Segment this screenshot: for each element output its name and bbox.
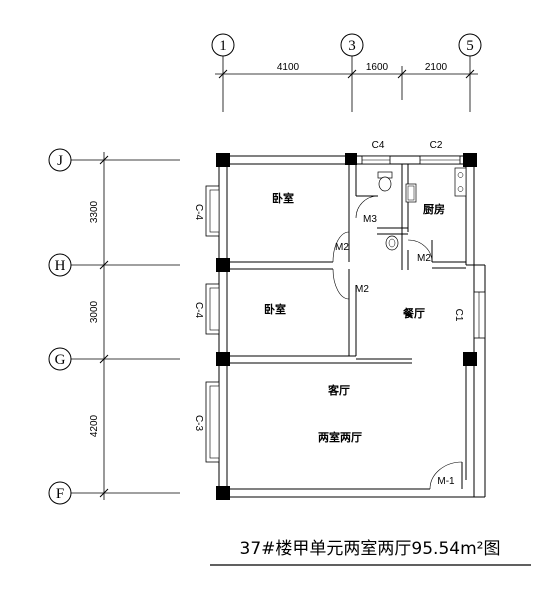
axis-label-1: 1: [219, 38, 227, 54]
dim-left-3300: 3300: [89, 200, 100, 223]
plan-caption: 37#楼甲单元两室两厅95.54m²图: [210, 539, 531, 566]
left-axis-markers: J H G F 3300 3000 4200: [48, 148, 180, 505]
axis-label-3: 3: [348, 38, 356, 54]
door-label-m2-c: M2: [417, 253, 431, 264]
toilet-icon: [377, 171, 393, 192]
room-label-bedroom-1: 卧室: [272, 191, 294, 205]
axis-label-H: H: [55, 258, 66, 274]
basin-icon: [385, 235, 399, 251]
room-label-kitchen: 厨房: [423, 202, 445, 216]
kitchen-sink-icon: [405, 183, 417, 203]
window-label-c1-right: C1: [453, 309, 464, 322]
fixtures: [377, 167, 467, 251]
door-label-m2-b: M2: [355, 284, 369, 295]
dim-top-4100: 4100: [277, 62, 300, 73]
room-label-bedroom-2: 卧室: [264, 302, 286, 316]
exterior-walls: [218, 155, 486, 498]
stove-icon: [454, 167, 467, 197]
top-axis-markers: 1 3 5 4100 1600 2100: [211, 33, 482, 112]
window-label-c2-top: C2: [430, 140, 443, 151]
window-c4-left-upper: C-4: [193, 185, 220, 237]
axis-label-J: J: [57, 153, 63, 169]
window-label-c3-left: C-3: [193, 415, 204, 432]
room-label-dining: 餐厅: [402, 306, 425, 320]
window-label-c4-left-2: C-4: [193, 302, 204, 319]
window-c4-left-lower: C-4: [193, 283, 220, 335]
window-label-c4-top: C4: [372, 140, 385, 151]
window-c4-top: C4: [361, 140, 391, 165]
window-c3-left: C-3: [193, 381, 220, 463]
window-c1-right: C1: [453, 291, 486, 339]
door-label-m2-a: M2: [335, 242, 349, 253]
door-m3: M3: [355, 195, 379, 225]
room-label-living: 客厅: [327, 383, 350, 397]
window-label-c4-left-1: C-4: [193, 204, 204, 221]
door-m2-bedroom-1: M2: [332, 231, 350, 263]
dim-left-4200: 4200: [89, 414, 100, 437]
windows: C4 C2 C-4 C-4 C-3 C1: [193, 140, 486, 463]
doors: M3 M2 M2 M2 M-1: [332, 195, 463, 490]
dim-top-2100: 2100: [425, 62, 448, 73]
structural-columns: [216, 153, 477, 500]
door-label-m1: M-1: [437, 476, 455, 487]
axis-label-5: 5: [466, 38, 474, 54]
door-m1-entrance: M-1: [429, 461, 463, 490]
plan-caption-text: 37#楼甲单元两室两厅95.54m²图: [240, 539, 501, 559]
dim-top-1600: 1600: [366, 62, 389, 73]
axis-label-F: F: [56, 486, 64, 502]
room-label-layout-type: 两室两厅: [318, 430, 362, 444]
door-m2-kitchen: M2: [407, 239, 433, 264]
door-label-m3: M3: [363, 214, 377, 225]
room-labels: 卧室 卧室 厨房 餐厅 客厅 两室两厅: [264, 191, 445, 444]
dim-left-3000: 3000: [89, 300, 100, 323]
axis-label-G: G: [55, 352, 66, 368]
door-m2-bedroom-2: M2: [332, 268, 369, 300]
window-c2-top: C2: [419, 140, 461, 165]
